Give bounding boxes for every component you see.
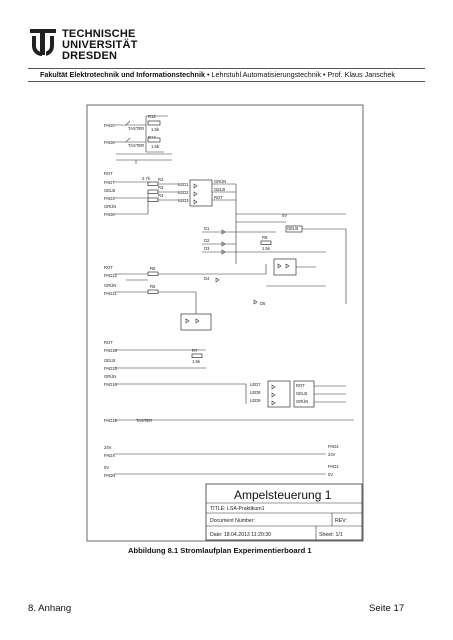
- schematic-label: 1.5k: [151, 127, 160, 132]
- schematic-label: GELB: [296, 391, 307, 396]
- professor-name: Prof. Klaus Janschek: [327, 70, 396, 79]
- schematic-label: R4: [158, 193, 164, 198]
- schematic-label: R3: [158, 185, 164, 190]
- schematic-label: GELB: [104, 358, 115, 363]
- schematic-label: 0V: [104, 465, 109, 470]
- schematic-label: PAD12: [104, 273, 118, 278]
- schematic-label: 2.7k: [142, 176, 151, 181]
- label-pad0: PAD0: [104, 123, 115, 128]
- schematic-label: GELB: [287, 226, 298, 231]
- schematic-label: R12: [148, 114, 156, 119]
- schematic-label: 24V: [328, 452, 336, 457]
- schematic-label: R2: [158, 177, 164, 182]
- schematic-label: LED8: [250, 390, 261, 395]
- schematic-label: GRÜN: [104, 204, 116, 209]
- schematic-label: GRÜN: [296, 399, 308, 404]
- schematic-label: LED7: [250, 382, 261, 387]
- schematic-label: R13: [148, 135, 156, 140]
- chair-name: Lehrstuhl Automatisierungstechnik: [211, 70, 321, 79]
- label-pad6: PAD6: [104, 140, 115, 145]
- schematic-label: R6: [150, 284, 156, 289]
- schematic-label: PAD15: [104, 418, 118, 423]
- schematic-label: PAD7: [104, 180, 115, 185]
- schematic-label: D1: [204, 226, 210, 231]
- faculty-line: Fakultät Elektrotechnik und Informations…: [40, 70, 396, 79]
- schematic-label: PAD8: [104, 212, 115, 217]
- university-name: TECHNISCHE UNIVERSITÄT DRESDEN: [62, 28, 138, 62]
- schematic-label: D4: [204, 276, 210, 281]
- figure-caption: Abbildung 8.1 Stromlaufplan Experimentie…: [128, 546, 312, 555]
- schematic-label: GELB: [214, 187, 225, 192]
- title-block-document-field: Document Number:: [210, 518, 255, 524]
- schematic-label: GRÜN: [104, 374, 116, 379]
- schematic-label: PAD14: [104, 382, 118, 387]
- tu-dresden-logo-icon: [30, 29, 56, 56]
- schematic-label: PADX: [104, 453, 115, 458]
- circuit-schematic: .w { stroke:#333; stroke-width:0.6; fill…: [86, 104, 364, 542]
- schematic-label: PAD1: [328, 464, 339, 469]
- schematic-label: D2: [204, 238, 210, 243]
- schematic-label: LED1: [178, 182, 189, 187]
- schematic-label: PAD13: [104, 366, 118, 371]
- footer-section: 8. Anhang: [28, 603, 72, 614]
- schematic-label: 1.5k: [151, 144, 160, 149]
- schematic-label: 24V: [104, 445, 112, 450]
- schematic-label: R8: [262, 235, 268, 240]
- schematic-label: ROT: [214, 195, 223, 200]
- schematic-label: PAD10: [104, 348, 118, 353]
- header-divider-bottom: [28, 81, 425, 82]
- schematic-label: GRÜN: [214, 179, 226, 184]
- header-divider-top: [28, 68, 425, 69]
- title-block-title: Ampelsteuerung 1: [234, 488, 332, 502]
- schematic-label: PAD11: [104, 291, 117, 296]
- schematic-label: TASTER: [128, 143, 144, 148]
- schematic-label: GRÜN: [104, 283, 116, 288]
- schematic-label: ROT: [296, 383, 305, 388]
- schematic-label: PADN: [104, 473, 115, 478]
- schematic-label: LED2: [178, 190, 189, 195]
- schematic-label: R5: [150, 266, 156, 271]
- schematic-label: 1.5k: [262, 246, 271, 251]
- schematic-label: D5: [260, 301, 266, 306]
- schematic-label: ROT: [104, 171, 113, 176]
- schematic-label: R7: [192, 348, 198, 353]
- schematic-label: LED3: [178, 198, 189, 203]
- schematic-label: GELB: [104, 188, 115, 193]
- schematic-label: ROT: [104, 265, 113, 270]
- schematic-label: LED9: [250, 398, 261, 403]
- footer-page-number: Seite 17: [369, 603, 405, 614]
- schematic-label: PAD3: [104, 196, 115, 201]
- schematic-label: TASTER: [128, 126, 144, 131]
- title-block-title-field: TITLE: LSA-Praktikum1: [210, 506, 265, 512]
- title-block-sheet-field: Sheet: 1/1: [319, 532, 343, 538]
- schematic-label: D3: [204, 246, 210, 251]
- schematic-label: 1.5k: [192, 359, 201, 364]
- schematic-label: 0V: [282, 213, 287, 218]
- faculty-name: Fakultät Elektrotechnik und Informations…: [40, 70, 205, 79]
- schematic-label: ROT: [104, 340, 113, 345]
- title-block-date-field: Date: 18.04.2013 11:20:30: [210, 532, 271, 538]
- title-block-rev-field: REV:: [335, 518, 347, 524]
- schematic-label: PAD4: [328, 444, 339, 449]
- schematic-label: 0V: [328, 472, 333, 477]
- schematic-label: TASTER: [136, 418, 152, 423]
